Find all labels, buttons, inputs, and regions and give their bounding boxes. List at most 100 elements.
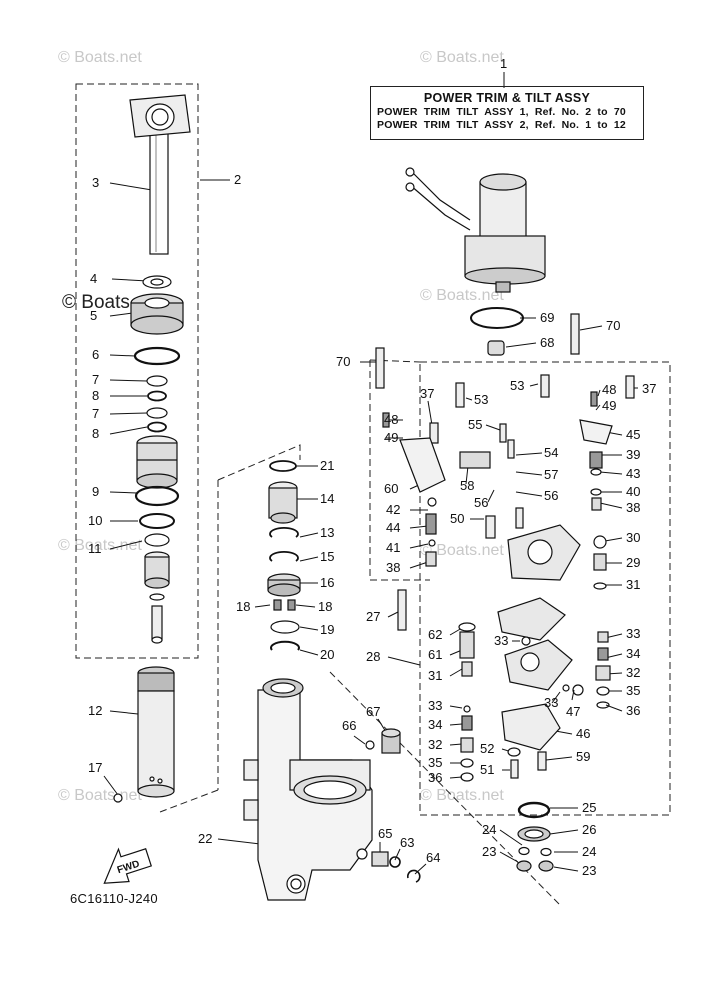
o-ring-part (470, 307, 524, 329)
valve-part (593, 553, 607, 571)
callout-15: 15 (320, 549, 334, 564)
bolt-part (625, 375, 635, 399)
watermark: © Boats.net (420, 287, 504, 304)
callout-38: 38 (386, 560, 400, 575)
callout-70: 70 (336, 354, 350, 369)
piston-part (136, 435, 178, 489)
bolt-part (455, 382, 465, 408)
callout-21: 21 (320, 458, 334, 473)
bolt-part (570, 313, 580, 355)
callout-8: 8 (92, 426, 99, 441)
watermark: © Boats.net (420, 787, 504, 804)
seal-part (596, 686, 610, 696)
washer-hole (150, 278, 164, 286)
callout-7: 7 (92, 406, 99, 421)
watermark: © Boats.net (420, 542, 504, 559)
assy-2-box (75, 83, 199, 659)
diagram-subtitle-1: POWER TRIM TILT ASSY 1, Ref. No. 2 to 70 (377, 106, 626, 118)
callout-28: 28 (366, 649, 380, 664)
callout-57: 57 (544, 467, 558, 482)
o-ring-part (147, 421, 167, 433)
o-ring-part (596, 701, 610, 709)
callout-35: 35 (428, 755, 442, 770)
bolt-part (397, 589, 407, 631)
spring-part (597, 647, 609, 661)
spring-part (425, 513, 437, 535)
callout-23: 23 (582, 863, 596, 878)
callout-27: 27 (366, 609, 380, 624)
valve-part (461, 661, 473, 677)
o-ring-part (389, 856, 401, 868)
callout-18: 18 (236, 599, 250, 614)
pin-part (499, 423, 507, 443)
callout-4: 4 (90, 271, 97, 286)
callout-69: 69 (540, 310, 554, 325)
ball-part (427, 497, 437, 507)
callout-49: 49 (384, 430, 398, 445)
o-ring-part (572, 684, 584, 696)
callout-19: 19 (320, 622, 334, 637)
callout-44: 44 (386, 520, 400, 535)
plug-part (381, 728, 401, 754)
parts: FWD (103, 94, 635, 901)
callout-36: 36 (626, 703, 640, 718)
valve-part (459, 631, 475, 659)
callout-61: 61 (428, 647, 442, 662)
callout-12: 12 (88, 703, 102, 718)
valve-seat-part (267, 573, 301, 597)
callout-41: 41 (386, 540, 400, 555)
callout-23: 23 (482, 844, 496, 859)
callout-54: 54 (544, 445, 558, 460)
snap-ring-part (270, 640, 300, 651)
coupling-part (487, 340, 505, 356)
ball-part (593, 582, 607, 590)
o-ring-part (518, 846, 530, 856)
o-ring-part (133, 346, 181, 366)
callout-70: 70 (606, 318, 620, 333)
ball-part (521, 636, 531, 646)
o-ring-part (134, 485, 180, 507)
seal-part (538, 860, 554, 872)
o-ring-part (365, 740, 375, 750)
seal-part (516, 860, 532, 872)
o-ring-part (517, 801, 551, 819)
spring-part (590, 391, 598, 407)
callout-58: 58 (460, 478, 474, 493)
manifold-body-part (243, 678, 373, 901)
bolt-part (151, 605, 163, 644)
callout-6: 6 (92, 347, 99, 362)
watermark: © Boats.net (58, 537, 142, 554)
callout-30: 30 (626, 530, 640, 545)
callout-17: 17 (88, 760, 102, 775)
callout-64: 64 (426, 850, 440, 865)
screw-part (537, 751, 547, 771)
callout-29: 29 (626, 555, 640, 570)
gear-plate-part (497, 597, 566, 641)
seal-part (458, 622, 476, 632)
ball-part (463, 705, 471, 713)
callout-40: 40 (626, 484, 640, 499)
callout-33: 33 (544, 695, 558, 710)
manual-valve-part (371, 851, 389, 867)
o-ring-part (540, 847, 552, 857)
bushing-part (144, 533, 170, 547)
ball-part (590, 468, 602, 476)
end-plate-part (501, 703, 561, 751)
watermark: © Boats.net (420, 49, 504, 66)
callout-18: 18 (318, 599, 332, 614)
clip-part (407, 869, 421, 883)
callout-24: 24 (482, 822, 496, 837)
seal-part (507, 747, 521, 757)
callout-33: 33 (494, 633, 508, 648)
callout-20: 20 (320, 647, 334, 662)
o-ring-part (460, 772, 474, 782)
callout-38: 38 (626, 500, 640, 515)
callout-14: 14 (320, 491, 334, 506)
valve-part (597, 631, 609, 643)
group-line (369, 360, 430, 581)
callout-65: 65 (378, 826, 392, 841)
callout-34: 34 (626, 646, 640, 661)
callout-67: 67 (366, 704, 380, 719)
